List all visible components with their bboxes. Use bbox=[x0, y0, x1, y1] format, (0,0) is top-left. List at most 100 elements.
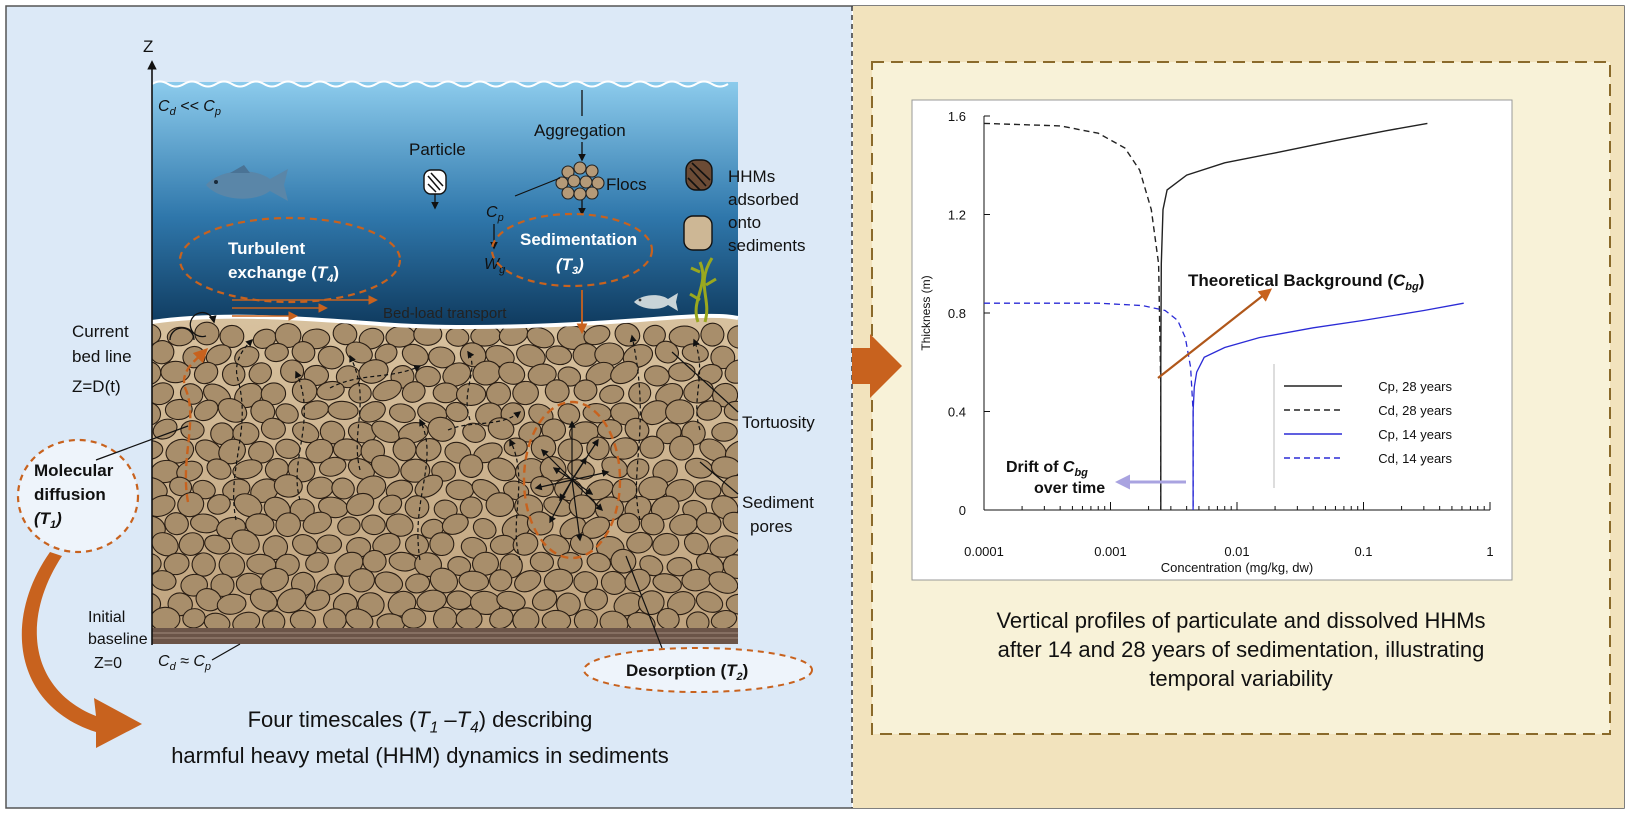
sediment-grain bbox=[586, 552, 612, 573]
sediment-grain bbox=[231, 529, 260, 555]
bed-circulation-arrows bbox=[169, 311, 214, 341]
y-tick-label: 1.6 bbox=[948, 109, 966, 124]
sediment-grain bbox=[541, 609, 572, 630]
sediment-grain bbox=[304, 589, 331, 612]
x-tick-label: 0.0001 bbox=[964, 544, 1004, 559]
sediment-grain bbox=[275, 512, 301, 538]
initial-label-0: Initial bbox=[88, 609, 125, 626]
sediment-grain bbox=[401, 381, 426, 403]
sediment-grain bbox=[260, 382, 287, 406]
current-bed-label-1: bed line bbox=[72, 347, 132, 366]
sediment-grain bbox=[455, 608, 483, 630]
sediment-grain bbox=[289, 609, 316, 630]
desorption-label: Desorption (T2) bbox=[626, 661, 748, 683]
sediment-grain bbox=[529, 551, 555, 573]
sediment-grain bbox=[260, 417, 286, 440]
sediment-grain bbox=[487, 417, 515, 440]
turbulent-label-1: Turbulent bbox=[228, 239, 305, 258]
sediment-grain bbox=[250, 399, 276, 424]
pore-pathway bbox=[693, 338, 701, 431]
molecular-diffusion-ellipse bbox=[16, 438, 140, 554]
sediment-grain bbox=[404, 533, 430, 557]
sediment-grain bbox=[471, 551, 500, 576]
sediment-grain bbox=[573, 379, 598, 402]
sediment-grain bbox=[400, 458, 431, 483]
right-caption: Vertical profiles of particulate and dis… bbox=[880, 606, 1602, 693]
sediment-grain bbox=[498, 361, 526, 385]
sediment-grain bbox=[374, 571, 404, 594]
desorption-arrow bbox=[534, 479, 573, 491]
particle-icon bbox=[423, 169, 447, 210]
sediment-grain bbox=[512, 380, 539, 406]
sediment-grain bbox=[616, 512, 641, 534]
sediment-grain bbox=[323, 608, 347, 630]
sediment-grain bbox=[596, 419, 623, 440]
sediment-grain bbox=[332, 322, 358, 346]
desorption-arrow bbox=[552, 467, 573, 481]
pore-pathway bbox=[466, 350, 475, 421]
sedimentation-ellipse bbox=[490, 212, 654, 288]
sediment-grain bbox=[152, 552, 162, 575]
sediment-grain bbox=[512, 532, 539, 556]
theoretical-label: Theoretical Background (Cbg) bbox=[1188, 271, 1424, 293]
bedload-arrows bbox=[232, 295, 378, 321]
sediment-grain bbox=[305, 552, 329, 573]
sediment-grain bbox=[232, 422, 260, 445]
sediment-grain bbox=[401, 607, 427, 629]
initial-label-2: Z=0 bbox=[94, 655, 122, 672]
sediment-grain bbox=[441, 513, 469, 535]
sediment-grain bbox=[302, 511, 332, 535]
sediment-grain bbox=[516, 344, 546, 368]
sediment-grain bbox=[374, 343, 398, 365]
sediment-grain bbox=[404, 495, 430, 519]
pore-pathway bbox=[447, 411, 522, 431]
sediment-grain bbox=[573, 609, 598, 630]
sediment-grain bbox=[472, 517, 497, 540]
sediment-grain bbox=[710, 345, 736, 370]
sediment-grain bbox=[455, 382, 487, 406]
sediment-grain bbox=[709, 535, 738, 558]
sediment-grain bbox=[459, 496, 483, 519]
sediment-grain bbox=[331, 477, 355, 500]
sediment-grain bbox=[414, 474, 444, 498]
sediment-grain bbox=[541, 418, 567, 442]
sediment-grain bbox=[447, 556, 472, 576]
sediment-grain bbox=[180, 420, 205, 440]
sediment-grain bbox=[193, 361, 219, 385]
sediment-grain bbox=[708, 571, 738, 594]
x-tick-label: 1 bbox=[1486, 544, 1493, 559]
sediment-grain bbox=[696, 512, 722, 535]
sediment-grain bbox=[372, 379, 402, 402]
pore-pathway bbox=[329, 365, 422, 389]
drift-label-2: over time bbox=[1034, 480, 1105, 497]
desorption-arrows bbox=[534, 420, 610, 542]
sediment-grain bbox=[359, 401, 386, 423]
sediment-grain bbox=[415, 438, 442, 462]
pore-pathway bbox=[509, 438, 521, 561]
particle-label: Particle bbox=[409, 140, 466, 159]
sediment-grain bbox=[433, 499, 458, 520]
sediment-grain bbox=[152, 570, 177, 591]
legend-entry: Cd, 28 years bbox=[1378, 403, 1452, 418]
flocs-icon bbox=[555, 161, 605, 201]
sediment-grain bbox=[345, 492, 375, 517]
sediment-grain bbox=[683, 532, 709, 556]
current-bed-label-2: Z=D(t) bbox=[72, 377, 121, 396]
sediment-grain bbox=[232, 611, 261, 630]
small-fish-icon bbox=[634, 293, 678, 311]
x-tick-label: 0.001 bbox=[1094, 544, 1127, 559]
right-caption-line2: after 14 and 28 years of sedimentation, … bbox=[997, 637, 1485, 662]
sediment-grain bbox=[626, 458, 650, 480]
sediment-grain bbox=[264, 342, 289, 363]
sediment-grain bbox=[727, 325, 738, 349]
hhm-label-3: sediments bbox=[728, 236, 805, 255]
x-tick-label: 0.1 bbox=[1354, 544, 1372, 559]
pore-pathway bbox=[417, 418, 428, 561]
sediment-grain bbox=[432, 382, 460, 404]
sediment-grain bbox=[327, 400, 359, 420]
sediment-grain bbox=[695, 591, 724, 613]
sediment-grain bbox=[527, 363, 557, 386]
